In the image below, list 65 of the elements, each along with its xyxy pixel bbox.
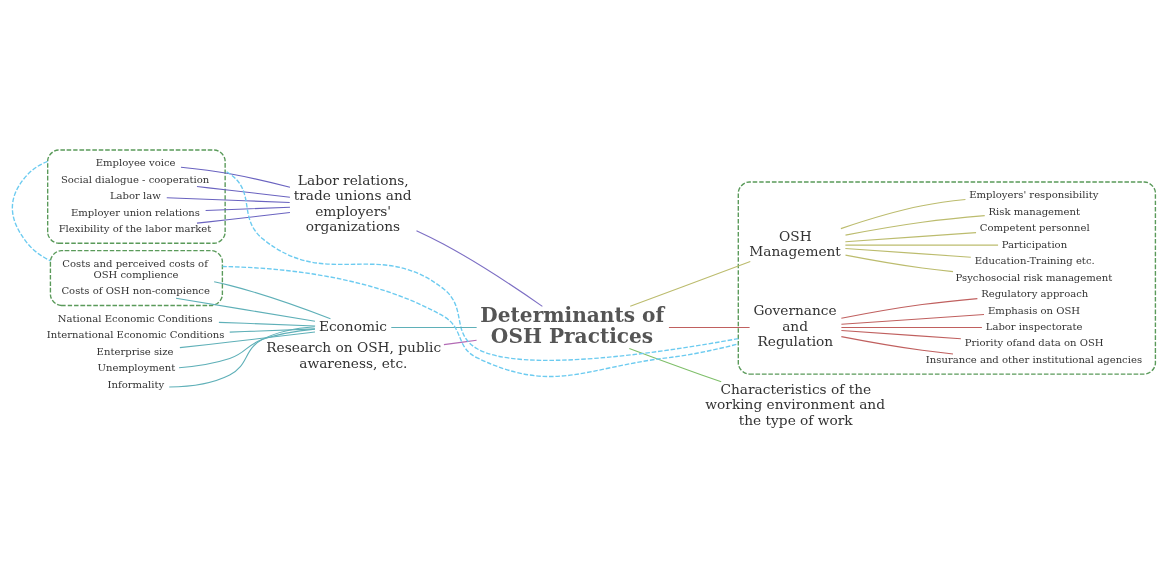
connector — [11, 160, 52, 261]
connector — [221, 265, 739, 377]
connector — [628, 347, 722, 382]
connector — [205, 206, 291, 211]
node-text: Education-Training etc. — [974, 254, 1095, 266]
connector — [840, 326, 983, 328]
node-text: Regulatory approach — [981, 287, 1089, 299]
connector — [415, 229, 543, 307]
node-text: Employer union relations — [71, 206, 200, 218]
node-text: Emphasis on OSH — [988, 304, 1081, 316]
node-text: Informality — [107, 378, 165, 390]
connector — [844, 231, 977, 242]
node-text: Employee voice — [95, 156, 176, 168]
connector — [844, 214, 986, 236]
connector — [196, 185, 291, 198]
node-text: Insurance and other institutional agencies — [925, 353, 1143, 365]
node-text: Costs and perceived costs of OSH complience — [62, 257, 208, 280]
connector — [840, 335, 954, 354]
node-text: Psychosocial risk management — [955, 271, 1113, 283]
cluster — [49, 249, 224, 306]
node-text: Competent personnel — [979, 221, 1090, 233]
connector — [166, 196, 291, 203]
connector — [196, 211, 291, 224]
connector — [168, 325, 316, 388]
connector — [229, 327, 316, 333]
node-text: Flexibility of the labor market — [58, 222, 212, 234]
connector — [844, 247, 972, 258]
connector — [390, 326, 478, 328]
node-text: Unemployment — [97, 361, 176, 373]
connector — [218, 321, 316, 327]
connector — [180, 166, 291, 188]
cluster — [47, 148, 226, 244]
node-text: National Economic Conditions — [57, 312, 213, 324]
cluster — [737, 180, 1157, 375]
node-text: Enterprise size — [96, 345, 174, 357]
node-text: Characteristics of the working environment and the type of work — [705, 380, 885, 428]
node-text: Labor law — [109, 189, 161, 201]
node-text: Determinants of OSH Practices — [480, 302, 665, 348]
node-text: Governance and Regulation — [753, 301, 837, 349]
node-text: Labor relations, trade unions and employers' organizations — [293, 171, 412, 234]
connector — [840, 297, 978, 319]
connector — [840, 313, 985, 325]
connector — [175, 297, 316, 322]
connector — [443, 339, 478, 345]
node-text: OSH Management — [749, 227, 841, 259]
connector — [844, 254, 954, 272]
connector — [213, 280, 332, 319]
connector — [179, 330, 316, 348]
node-text: Risk management — [988, 205, 1081, 217]
node-text: Employers' responsibility — [969, 188, 1099, 200]
node-text: Labor inspectorate — [985, 320, 1083, 332]
connector — [224, 169, 739, 361]
connector — [840, 198, 966, 229]
node-text: Costs of OSH non-compience — [61, 284, 210, 296]
connector — [840, 329, 962, 339]
connector — [668, 326, 751, 328]
connector — [629, 260, 751, 307]
node-text: International Economic Conditions — [46, 328, 225, 340]
node-text: Participation — [1001, 238, 1068, 250]
connector — [844, 244, 999, 246]
node-text: Social dialogue - cooperation — [60, 173, 210, 185]
node-text: Research on OSH, public awareness, etc. — [266, 338, 442, 371]
connector — [178, 328, 316, 368]
node-text: Priority ofand data on OSH — [964, 336, 1104, 348]
node-text: Economic — [318, 317, 388, 334]
